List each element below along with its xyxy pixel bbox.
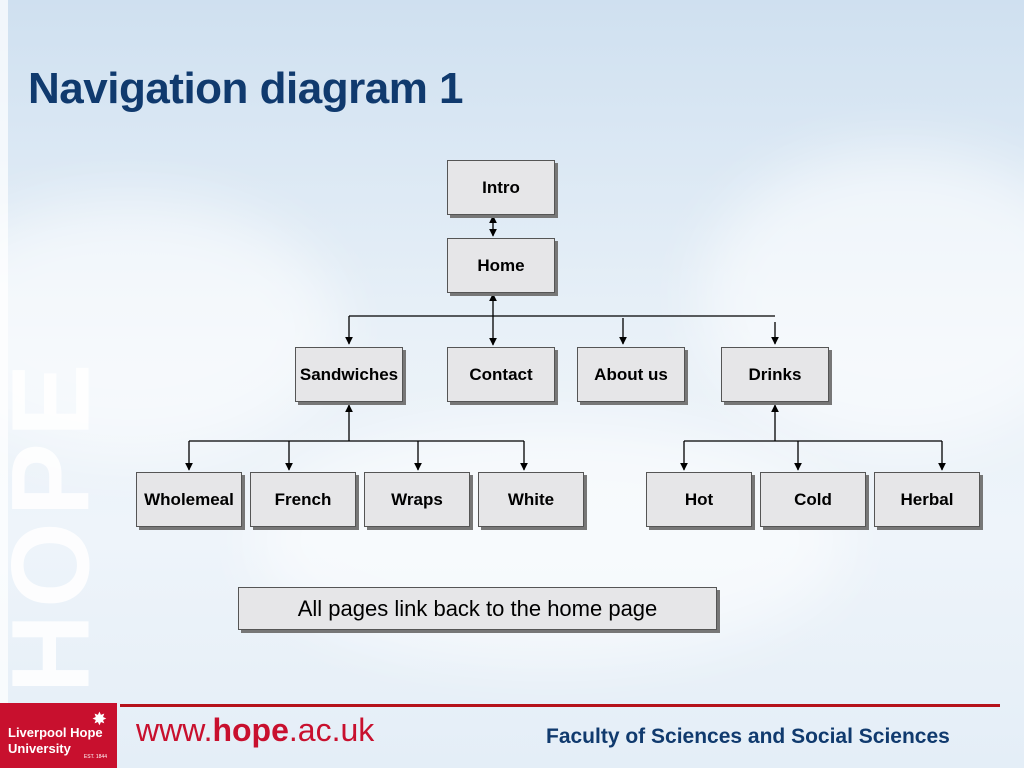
- logo-line-1: Liverpool Hope: [8, 725, 103, 740]
- node-wraps: Wraps: [364, 472, 470, 527]
- node-home: Home: [447, 238, 555, 293]
- node-intro: Intro: [447, 160, 555, 215]
- url-bold: hope: [212, 712, 289, 748]
- faculty-name: Faculty of Sciences and Social Sciences: [546, 725, 950, 748]
- node-white: White: [478, 472, 584, 527]
- website-url[interactable]: www.hope.ac.uk: [136, 712, 374, 749]
- star-icon: ✸: [91, 709, 107, 729]
- url-suffix: .ac.uk: [288, 712, 375, 748]
- university-logo: ✸ Liverpool Hope University EST. 1844: [0, 703, 117, 768]
- node-wholemeal: Wholemeal: [136, 472, 242, 527]
- node-herbal: Herbal: [874, 472, 980, 527]
- home-link-note: All pages link back to the home page: [238, 587, 717, 630]
- node-drinks: Drinks: [721, 347, 829, 402]
- slide-title: Navigation diagram 1: [28, 64, 464, 113]
- node-hot: Hot: [646, 472, 752, 527]
- url-prefix: www.: [136, 712, 213, 748]
- background-cloud: [0, 200, 340, 460]
- left-edge-strip: [0, 0, 8, 768]
- node-french: French: [250, 472, 356, 527]
- node-about-us: About us: [577, 347, 685, 402]
- footer-divider: [120, 704, 1000, 707]
- node-sandwiches: Sandwiches: [295, 347, 403, 402]
- logo-line-2: University: [8, 741, 71, 756]
- node-cold: Cold: [760, 472, 866, 527]
- node-contact: Contact: [447, 347, 555, 402]
- logo-est: EST. 1844: [83, 754, 107, 760]
